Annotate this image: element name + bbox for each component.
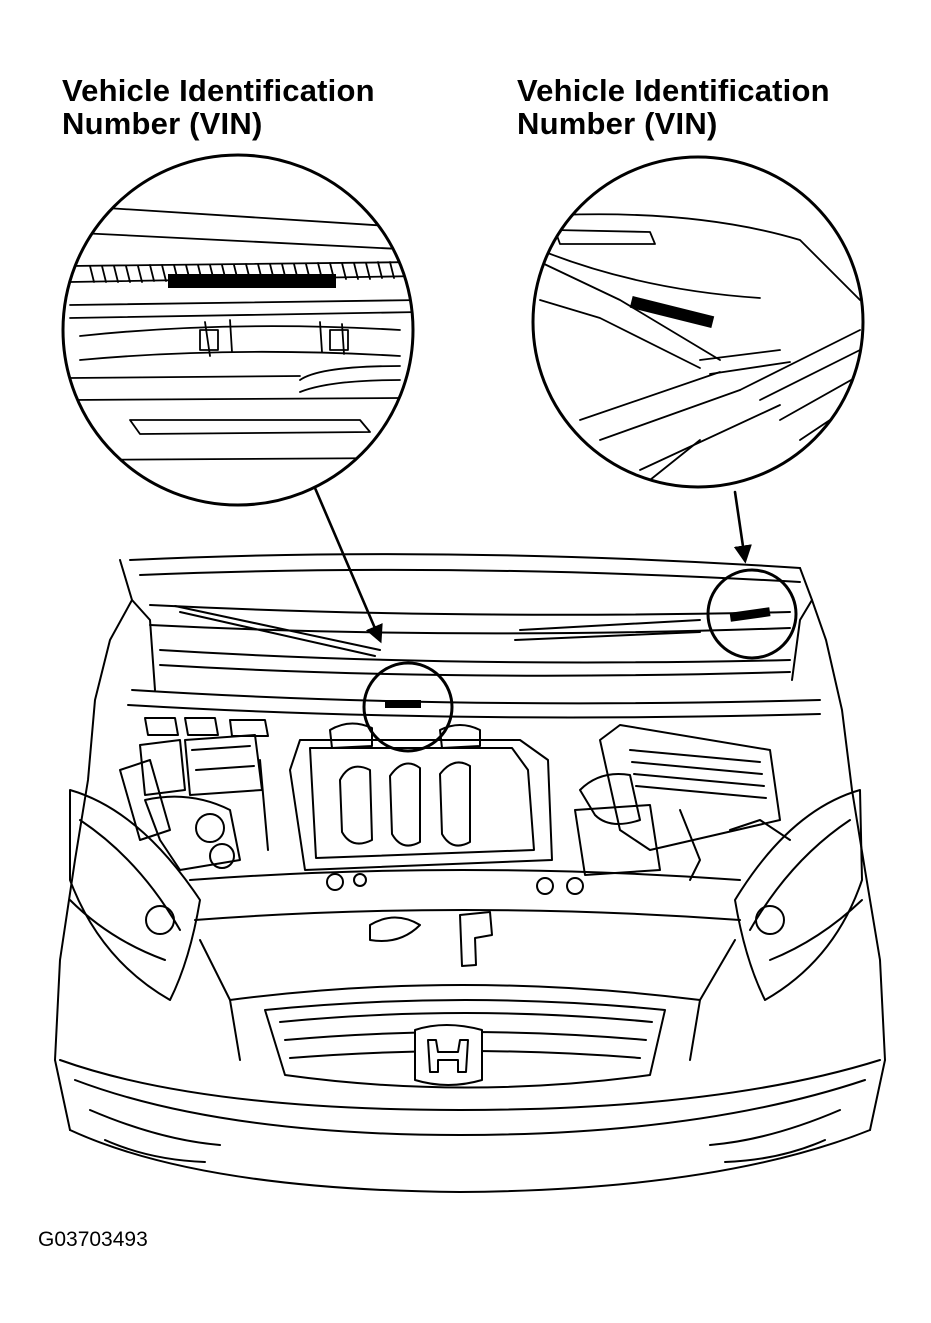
- vin-label-left: Vehicle Identification Number (VIN): [62, 74, 375, 140]
- vin-plate-left: [168, 274, 336, 288]
- vin-label-right-line1: Vehicle Identification: [517, 73, 830, 108]
- honda-emblem-icon: [414, 1024, 483, 1086]
- figure-id: G03703493: [38, 1228, 148, 1251]
- vin-location-right: [706, 568, 798, 660]
- vin-location-center: [362, 661, 454, 753]
- vin-label-right: Vehicle Identification Number (VIN): [517, 74, 830, 140]
- vin-label-left-line1: Vehicle Identification: [62, 73, 375, 108]
- detail-circle-left: [61, 153, 415, 507]
- vehicle-front: [54, 553, 886, 1193]
- arrow-right: [733, 490, 752, 564]
- vin-plate-right: [629, 296, 715, 328]
- vin-label-right-line2: Number (VIN): [517, 106, 718, 141]
- detail-circle-right: [531, 155, 865, 489]
- vin-label-left-line2: Number (VIN): [62, 106, 263, 141]
- arrow-left: [313, 486, 383, 644]
